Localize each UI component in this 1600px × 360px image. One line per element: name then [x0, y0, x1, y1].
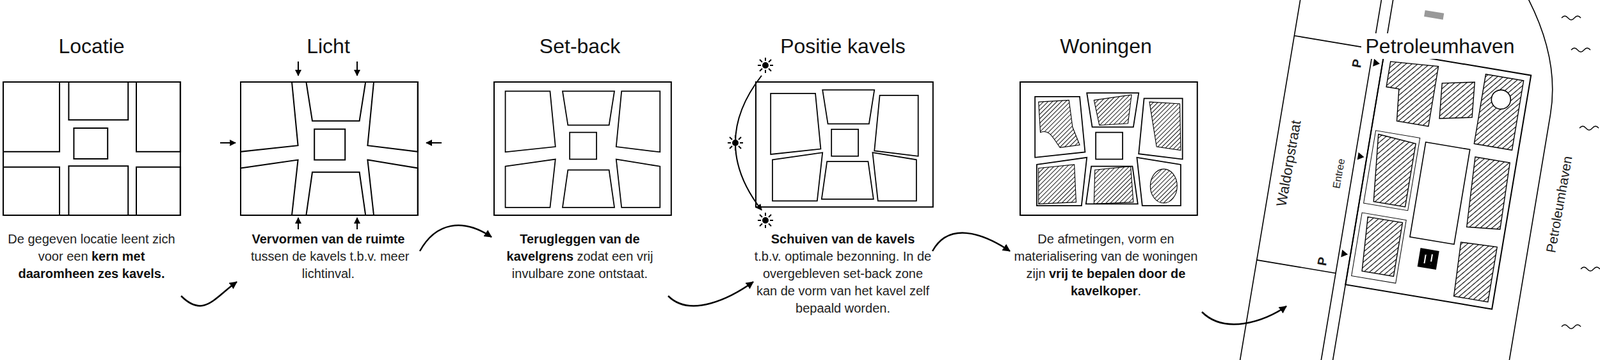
step-heading-row: Woningen [1009, 33, 1202, 231]
house-shapes [1038, 94, 1181, 204]
entrance-label: Entree [1330, 155, 1348, 191]
step-caption: Schuiven van de kavelst.b.v. optimale be… [753, 230, 933, 343]
plot-sketch [1020, 81, 1198, 216]
step-title: Petroleumhaven [1361, 33, 1519, 59]
light-arrows [220, 61, 442, 230]
caption-emphasis: vrij te bepalen door de kavelkoper [1048, 266, 1186, 298]
caption-text: . [1137, 283, 1142, 298]
step-arrow [419, 225, 492, 251]
step-heading-row: Locatie [1, 33, 182, 231]
plot-sketch [494, 81, 672, 216]
step-caption: De gegeven locatie leent zich voor eenke… [1, 230, 182, 308]
step-panel: Set-backTerugleggen van de kavelgrenszod… [491, 33, 669, 308]
step-title: Woningen [1056, 33, 1156, 59]
caption-text: t.b.v. optimale bezonning. In de overgeb… [753, 247, 933, 317]
step-caption: Vervormen van de ruimte tussen de kavels … [236, 230, 420, 308]
step-arrow [932, 232, 1010, 251]
step-arrow [1201, 305, 1287, 324]
step-panel: Woningen De afmetingen, vorm en materiali… [1009, 33, 1202, 326]
step-caption: De afmetingen, vorm en materialisering v… [1009, 230, 1202, 326]
step-heading-row: Licht [236, 33, 420, 231]
step-panel: Locatie De gegeven locatie leent zich voo… [1, 33, 182, 308]
plot-sketch [3, 81, 181, 216]
step-arrow [668, 281, 754, 306]
site-plan [1228, 0, 1579, 360]
step-heading-row: Petroleumhaven [1286, 33, 1594, 59]
water-label: Petroleumhaven [1543, 152, 1576, 256]
parking-label: P [1313, 254, 1330, 269]
step-panel: LichtVervormen van de ruimte tussen de ka… [236, 33, 420, 308]
caption-emphasis: Schuiven van de kavels [771, 231, 916, 246]
caption-emphasis: Vervormen van de ruimte [252, 231, 406, 246]
step-title: Licht [302, 33, 354, 59]
plot-sketch [240, 81, 418, 216]
step-heading-row: Positie kavels [753, 33, 933, 231]
step-panel: Positie kavelsSchuiven van de kavelst.b.… [753, 33, 933, 343]
step-panel: Petroleumhaven [1286, 33, 1594, 347]
parking-label: P [1348, 56, 1365, 72]
step-title: Locatie [54, 33, 128, 59]
step-arrow [181, 281, 237, 306]
step-heading-row: Set-back [491, 33, 669, 231]
plot-sketch [755, 81, 934, 207]
sun-path [727, 57, 774, 228]
step-title: Positie kavels [776, 33, 910, 59]
caption-text: tussen de kavels t.b.v. meer lichtinval. [250, 248, 410, 281]
step-caption: Terugleggen van de kavelgrenszodat een v… [491, 230, 669, 308]
step-title: Set-back [535, 33, 624, 59]
